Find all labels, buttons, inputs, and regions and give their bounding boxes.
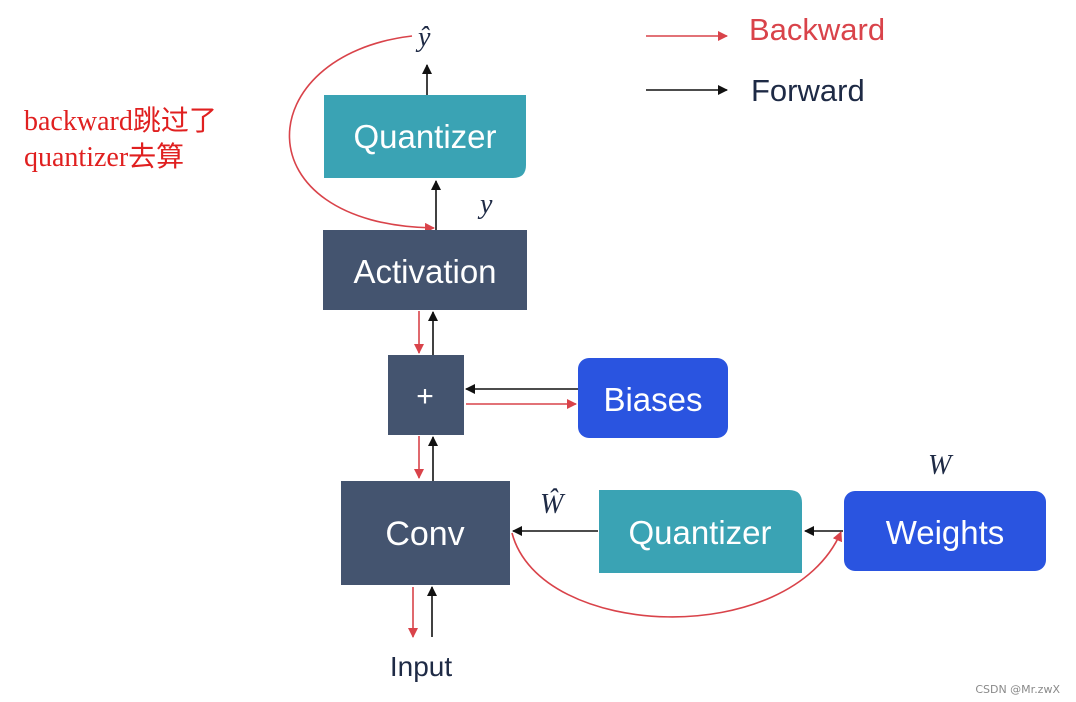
legend: Backward Forward (646, 12, 885, 108)
w-symbol: W (928, 450, 954, 481)
backward-skip-top-quantizer (288, 35, 435, 233)
quantizer-weights-label: Quantizer (628, 514, 771, 551)
legend-forward-label: Forward (751, 73, 865, 108)
backward-skip-weight-quantizer (511, 531, 843, 618)
y-symbol: y (477, 189, 493, 220)
legend-backward-label: Backward (749, 12, 885, 47)
input-label: Input (390, 651, 452, 682)
note-line-1: backward跳过了 (24, 105, 217, 137)
activation-node: Activation (323, 230, 527, 310)
weights-node: Weights (844, 491, 1046, 571)
quantizer-weights-node: Quantizer (599, 490, 802, 573)
add-label: + (416, 380, 434, 413)
add-node: + (388, 355, 464, 435)
w-hat-symbol: Ŵ (540, 489, 566, 520)
weights-label: Weights (886, 514, 1005, 551)
conv-label: Conv (385, 515, 464, 553)
conv-node: Conv (341, 481, 510, 585)
activation-label: Activation (353, 253, 496, 290)
note-line-2: quantizer去算 (24, 141, 184, 173)
biases-node: Biases (578, 358, 728, 438)
y-hat-symbol: ŷ (415, 22, 431, 53)
quantizer-top-label: Quantizer (353, 118, 496, 155)
quantizer-top-node: Quantizer (324, 95, 526, 178)
biases-label: Biases (603, 381, 702, 418)
watermark: CSDN @Mr.zwX (975, 683, 1060, 696)
